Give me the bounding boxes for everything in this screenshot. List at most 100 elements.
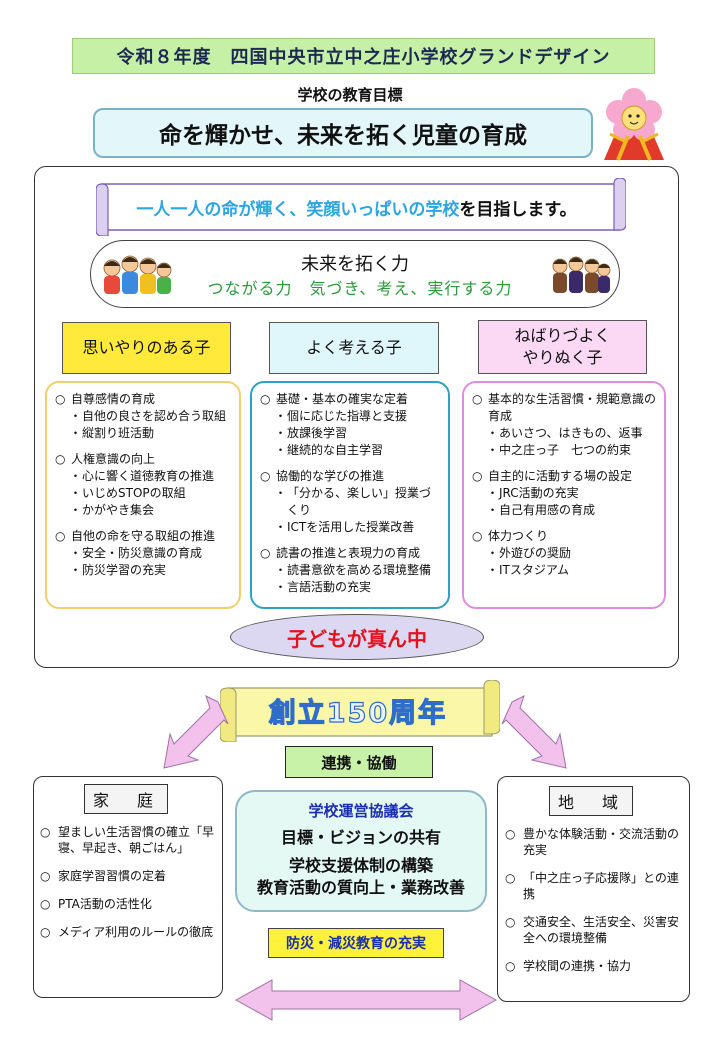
list-group: ○協働的な学びの推進 ・「分かる、楽しい」授業づくり ・ICTを活用した授業改善: [260, 468, 442, 536]
list-item: 自己有用感の育成: [499, 503, 596, 517]
circle-bullet: ○: [55, 452, 66, 466]
dot-bullet: ・: [274, 520, 287, 534]
circle-bullet: ○: [55, 529, 66, 543]
list-item-text: 豊かな体験活動・交流活動の充実: [523, 827, 680, 857]
vision-suffix: を目指します。: [459, 199, 577, 220]
column-kind-list: ○自尊感情の育成 ・自他の良さを認め合う取組 ・縦割り班活動 ○人権意識の向上 …: [45, 381, 241, 609]
circle-bullet: ○: [505, 871, 516, 885]
child-centered-label: 子どもが真ん中: [230, 614, 484, 660]
list-item: ○ 交通安全、生活安全、災害安全への環境整備: [505, 914, 685, 946]
column-persistent-list: ○基本的な生活習慣・規範意識の育成 ・あいさつ、はきもの、返事 ・中之庄っ子 七…: [462, 381, 666, 609]
region-panel: [497, 776, 690, 1002]
circle-bullet: ○: [260, 392, 271, 406]
dot-bullet: ・: [69, 409, 82, 423]
vision-statement: 一人一人の命が輝く、笑顔いっぱいの学校を目指します。: [104, 190, 609, 224]
dot-bullet: ・: [274, 426, 287, 440]
future-power-panel: [90, 240, 620, 308]
list-item-text: 交通安全、生活安全、災害安全への環境整備: [523, 915, 680, 945]
group-head: 協働的な学びの推進: [276, 469, 385, 483]
group-head: 基本的な生活習慣・規範意識の育成: [488, 392, 657, 423]
column-header-thinking: よく考える子: [269, 322, 439, 374]
circle-bullet: ○: [505, 959, 516, 973]
main-frame: [34, 166, 679, 668]
list-item: ○ PTA活動の活性化: [40, 896, 220, 912]
list-item: 防災学習の充実: [82, 563, 167, 577]
list-item: ○豊かな体験活動・交流活動の充実: [505, 826, 685, 858]
list-group: ○体力つくり ・外遊びの奨励 ・ITスタジアム: [472, 528, 658, 579]
list-item: 安全・防災意識の育成: [82, 546, 203, 560]
council-title: 学校運営協議会: [308, 802, 414, 820]
dot-bullet: ・: [486, 503, 499, 517]
vision-scroll: [96, 178, 626, 236]
column-header-text: 思いやりのある子: [82, 338, 211, 357]
vision-highlight: 一人一人の命が輝く、笑顔いっぱいの学校: [136, 199, 460, 220]
list-group: ○人権意識の向上 ・心に響く道徳教育の推進 ・いじめSTOPの取組 ・かがやき集…: [55, 451, 233, 519]
dot-bullet: ・: [486, 443, 499, 457]
group-head: 体力つくり: [488, 529, 549, 543]
dot-bullet: ・: [486, 426, 499, 440]
list-item: 放課後学習: [287, 426, 348, 440]
council-line: 目標・ビジョンの共有: [280, 828, 441, 847]
circle-bullet: ○: [40, 925, 51, 939]
list-item: 中之庄っ子 七つの約束: [499, 443, 632, 457]
circle-bullet: ○: [55, 392, 66, 406]
list-group: ○基本的な生活習慣・規範意識の育成 ・あいさつ、はきもの、返事 ・中之庄っ子 七…: [472, 391, 658, 459]
dot-bullet: ・: [486, 546, 499, 560]
dot-bullet: ・: [274, 443, 287, 457]
circle-bullet: ○: [472, 469, 483, 483]
group-head: 自主的に活動する場の設定: [488, 469, 633, 483]
list-item: ICTを活用した授業改善: [287, 520, 415, 534]
group-head: 人権意識の向上: [71, 452, 156, 466]
home-label: 家 庭: [84, 784, 168, 814]
circle-bullet: ○: [40, 825, 51, 839]
home-list: ○望ましい生活習慣の確立「早寝、早起き、朝ごはん」 ○家庭学習習慣の定着 ○PT…: [40, 824, 220, 952]
column-header-kind: 思いやりのある子: [62, 322, 231, 374]
column-header-persistent: ねばりづよくやりぬく子: [478, 320, 647, 374]
list-group: ○自尊感情の育成 ・自他の良さを認め合う取組 ・縦割り班活動: [55, 391, 233, 442]
circle-bullet: ○: [40, 897, 51, 911]
list-item-text: メディア利用のルールの徹底: [58, 925, 214, 939]
list-item: ○学校間の連携・協力: [505, 958, 685, 974]
dot-bullet: ・: [69, 486, 82, 500]
list-item: いじめSTOPの取組: [82, 486, 186, 500]
list-item-text: 家庭学習習慣の定着: [58, 869, 167, 883]
dot-bullet: ・: [69, 503, 82, 517]
list-group: ○読書の推進と表現力の育成 ・読書意欲を高める環境整備 ・言語活動の充実: [260, 545, 442, 596]
column-thinking-list: ○基礎・基本の確実な定着 ・個に応じた指導と支援 ・放課後学習 ・継続的な自主学…: [250, 381, 450, 609]
column-header-text: ねばりづよく: [514, 326, 611, 345]
dot-bullet: ・: [69, 469, 82, 483]
circle-bullet: ○: [505, 915, 516, 929]
dot-bullet: ・: [69, 546, 82, 560]
list-group: ○自主的に活動する場の設定 ・JRC活動の充実 ・自己有用感の育成: [472, 468, 658, 519]
circle-bullet: ○: [260, 469, 271, 483]
power-subtitle: つながる力 気づき、考え、実行する力: [207, 279, 513, 298]
list-item: 個に応じた指導と支援: [287, 409, 408, 423]
children-group-left-icon: [103, 255, 172, 294]
group-head: 基礎・基本の確実な定着: [276, 392, 409, 406]
anniversary-label: 創立150周年: [268, 697, 448, 729]
group-head: 読書の推進と表現力の育成: [276, 546, 421, 560]
circle-bullet: ○: [40, 869, 51, 883]
dot-bullet: ・: [274, 409, 287, 423]
column-header-text: やりぬく子: [522, 348, 603, 367]
goal-label: 学校の教育目標: [297, 86, 403, 104]
circle-bullet: ○: [260, 546, 271, 560]
list-item: あいさつ、はきもの、返事: [499, 426, 643, 440]
double-arrow-left-icon: [163, 695, 229, 769]
children-group-right-icon: [552, 256, 611, 293]
group-head: 自尊感情の育成: [71, 392, 156, 406]
list-item-text: PTA活動の活性化: [58, 897, 152, 911]
page-title: 令和８年度 四国中央市立中之庄小学校グランドデザイン: [72, 38, 655, 74]
list-item: ○ 家庭学習習慣の定着: [40, 868, 220, 884]
dot-bullet: ・: [274, 580, 287, 594]
list-item: 外遊びの奨励: [499, 546, 572, 560]
list-item: 心に響く道徳教育の推進: [82, 469, 215, 483]
circle-bullet: ○: [472, 529, 483, 543]
council-line: 学校支援体制の構築: [288, 856, 433, 875]
dot-bullet: ・: [274, 563, 287, 577]
double-arrow-bottom-icon: [234, 979, 498, 1021]
list-item: 自他の良さを認め合う取組: [82, 409, 227, 423]
home-panel: [33, 776, 223, 998]
education-goal: 命を輝かせ、未来を拓く児童の育成: [93, 108, 593, 158]
list-item: かがやき集会: [82, 503, 155, 517]
